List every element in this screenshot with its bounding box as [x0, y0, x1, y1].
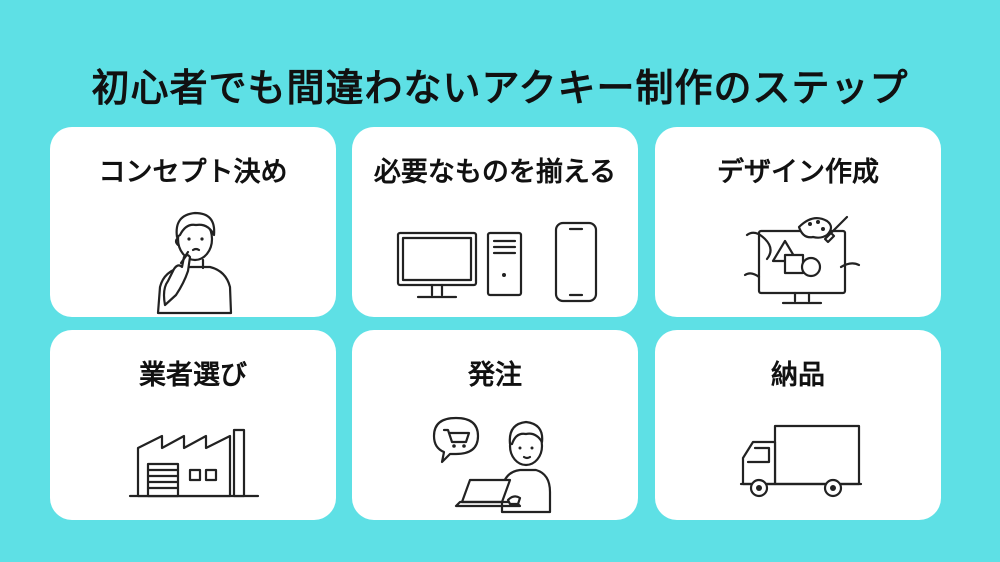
step-title: 業者選び [139, 360, 247, 391]
thinking-person-icon [50, 205, 336, 315]
step-title: 納品 [771, 360, 825, 391]
step-card-vendor: 業者選び [50, 330, 336, 520]
step-title: デザイン作成 [717, 157, 879, 188]
step-title: 発注 [468, 360, 522, 391]
step-card-design: デザイン作成 [655, 127, 941, 317]
step-card-concept: コンセプト決め [50, 127, 336, 317]
computer-devices-icon [352, 205, 638, 315]
step-card-delivery: 納品 [655, 330, 941, 520]
step-card-order: 発注 [352, 330, 638, 520]
step-card-prepare: 必要なものを揃える [352, 127, 638, 317]
step-title: コンセプト決め [98, 157, 288, 188]
step-title: 必要なものを揃える [373, 157, 617, 188]
design-monitor-icon [655, 205, 941, 315]
ordering-person-icon [352, 408, 638, 518]
page-title: 初心者でも間違わないアクキー制作のステップ [91, 66, 909, 111]
factory-icon [50, 408, 336, 518]
delivery-truck-icon [655, 408, 941, 518]
